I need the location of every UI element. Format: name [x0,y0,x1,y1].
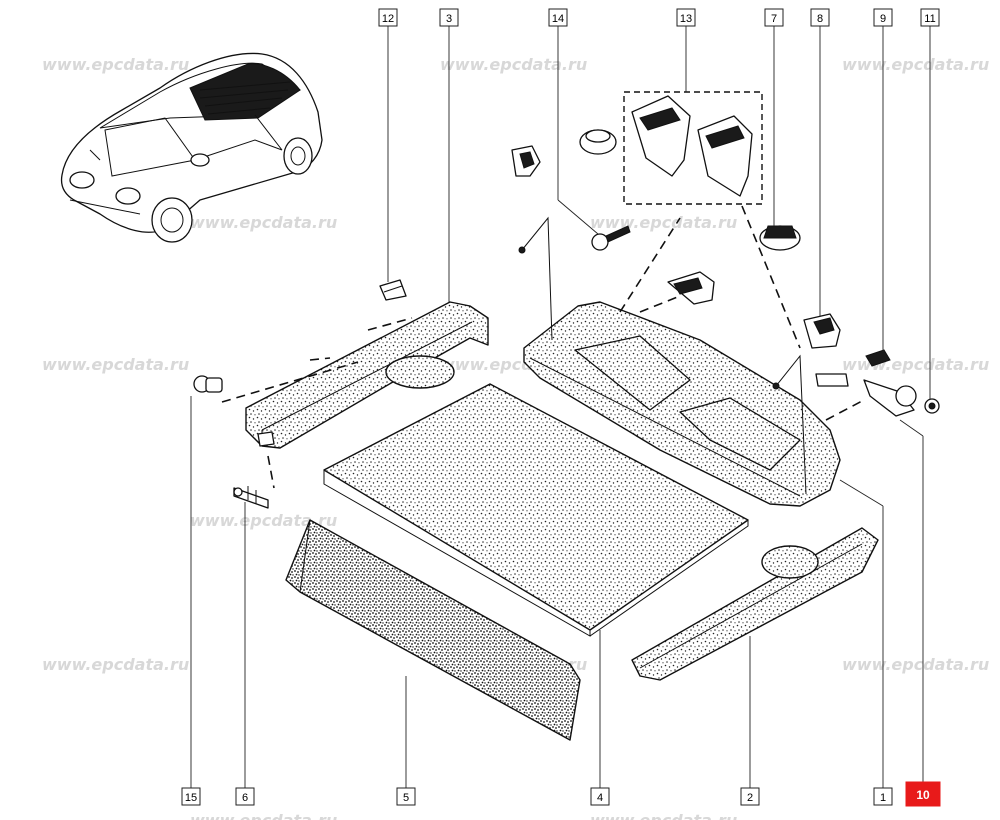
latch [667,271,715,305]
callout-label: 15 [185,792,197,804]
watermark-text: www.epcdata.ru [42,55,189,74]
push-clip-15 [193,375,223,393]
callout-label: 5 [403,792,409,804]
callout-label: 13 [680,13,692,25]
watermark-text: www.epcdata.ru [842,55,989,74]
leader-lines [190,26,931,788]
watermark-text: www.epcdata.ru [42,355,189,374]
callout-4[interactable]: 4 [590,787,610,806]
cap-clip [579,129,617,155]
callout-11[interactable]: 11 [920,8,940,27]
watermark-text: www.epcdata.ru [842,355,989,374]
watermark-text: www.epcdata.ru [590,213,737,232]
hinge-cover-13 [631,95,753,197]
callout-label: 10 [916,788,930,802]
callout-6[interactable]: 6 [235,787,255,806]
fixings [193,91,940,509]
callout-3[interactable]: 3 [439,8,459,27]
callout-7[interactable]: 7 [764,8,784,27]
callout-label: 3 [446,13,452,25]
callout-5[interactable]: 5 [396,787,416,806]
cup-clip-7 [759,225,801,251]
watermarks: www.epcdata.ru www.epcdata.ru www.epcdat… [42,55,989,820]
hinge-cover-group-frame [623,91,763,205]
assembly-guide-lines [221,205,865,489]
connector [511,145,541,177]
callout-label: 9 [880,13,886,25]
bracket-8 [803,313,841,349]
callout-9[interactable]: 9 [873,8,893,27]
luggage-floor-panel [323,383,749,637]
callout-label: 1 [880,792,886,804]
watermark-text: www.epcdata.ru [190,213,337,232]
callout-14[interactable]: 14 [548,8,568,27]
right-side-trim [631,527,879,681]
callout-8[interactable]: 8 [810,8,830,27]
vehicle-overview-illustration [60,52,323,243]
luggage-carpet-panel [285,519,581,741]
callout-15[interactable]: 15 [181,787,201,806]
washer [815,373,849,387]
callout-13[interactable]: 13 [676,8,696,27]
screw-14 [591,225,631,251]
cable [775,354,807,495]
cable [521,216,553,341]
callout-2[interactable]: 2 [740,787,760,806]
clip-12 [379,279,407,301]
callout-1[interactable]: 1 [873,787,893,806]
callout-label: 2 [747,792,753,804]
rivet-6 [233,486,269,509]
watermark-text: www.epcdata.ru [190,511,337,530]
callout-label: 7 [771,13,777,25]
rear-parcel-shelf [523,301,841,507]
callout-label: 14 [552,13,564,25]
left-side-trim [245,301,489,449]
watermark-text: www.epcdata.ru [190,811,337,820]
watermark-text: www.epcdata.ru [440,55,587,74]
callout-label: 4 [597,792,603,804]
callout-label: 12 [382,13,394,25]
watermark-text: www.epcdata.ru [42,655,189,674]
watermark-text: www.epcdata.ru [842,655,989,674]
callout-label: 11 [924,13,935,25]
hinge-assembly-9-11 [863,349,940,417]
callout-label: 6 [242,792,248,804]
callout-label: 8 [817,13,823,25]
watermark-text: www.epcdata.ru [590,811,737,820]
callout-12[interactable]: 12 [378,8,398,27]
callout-10-highlighted[interactable]: 10 [905,781,941,807]
